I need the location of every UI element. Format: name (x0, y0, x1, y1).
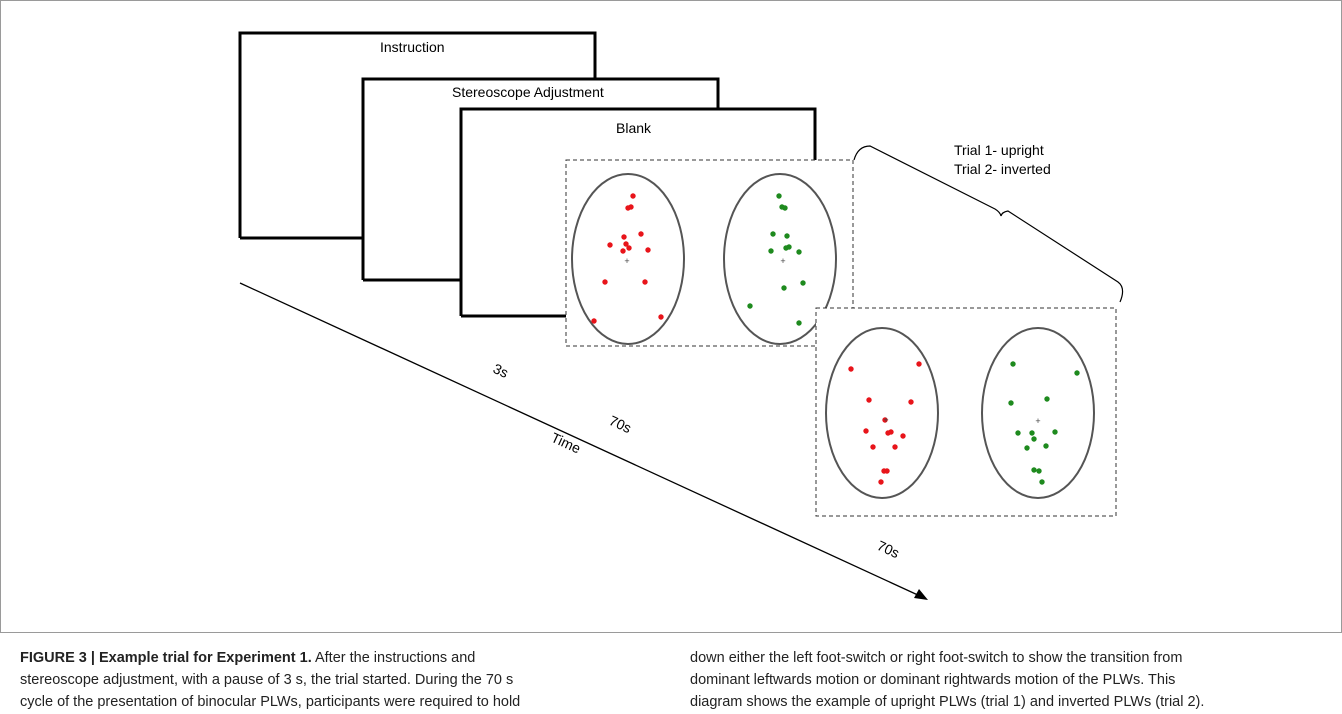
time-label-70s-second: 70s (875, 537, 902, 561)
instruction-screen: Instruction (238, 31, 597, 238)
walker-dot (916, 361, 922, 367)
walker-dot (642, 279, 648, 285)
walker-dot (1039, 479, 1045, 485)
stereoscope-screen: Stereoscope Adjustment (240, 77, 720, 280)
walker-dot (607, 242, 613, 248)
trial1-right-fixation: + (780, 256, 785, 266)
walker-dot (747, 303, 753, 309)
walker-dot (1052, 429, 1058, 435)
walker-dot (1029, 430, 1035, 436)
walker-dot (621, 234, 627, 240)
trial2-right-dots (1008, 361, 1080, 485)
walker-dot (602, 279, 608, 285)
trial1-description: Trial 1- upright (954, 142, 1044, 158)
walker-dot (848, 366, 854, 372)
trial1-left-fixation: + (624, 256, 629, 266)
walker-dot (878, 479, 884, 485)
walker-dot (786, 244, 792, 250)
caption-line: dominant leftwards motion or dominant ri… (690, 672, 1176, 688)
trial2-left-ellipse (825, 327, 939, 499)
time-label-3s: 3s (491, 360, 511, 381)
time-axis-label: Time (549, 429, 584, 456)
walker-dot (645, 247, 651, 253)
caption-line: diagram shows the example of upright PLW… (690, 694, 1205, 710)
caption-line: FIGURE 3 | Example trial for Experiment … (20, 647, 662, 669)
time-axis-arrowhead (914, 589, 928, 600)
trial2-right-ellipse (981, 327, 1095, 499)
walker-dot (1024, 445, 1030, 451)
blank-screen: Blank (363, 107, 817, 318)
walker-dot (1010, 361, 1016, 367)
walker-dot (908, 399, 914, 405)
walker-dot (870, 444, 876, 450)
time-axis-line (239, 282, 921, 597)
trial2-left-dots (848, 361, 922, 485)
caption-text: After the instructions and (311, 650, 476, 666)
walker-dot (784, 233, 790, 239)
walker-dot (900, 433, 906, 439)
walker-dot (620, 248, 626, 254)
walker-dot (781, 285, 787, 291)
walker-dot (770, 231, 776, 237)
walker-dot (630, 193, 636, 199)
figure-caption: FIGURE 3 | Example trial for Experiment … (20, 647, 1332, 713)
walker-dot (623, 241, 629, 247)
walker-dot (591, 318, 597, 324)
walker-dot (1008, 400, 1014, 406)
stereoscope-label: Stereoscope Adjustment (452, 84, 604, 100)
time-label-70s-first: 70s (607, 412, 634, 436)
walker-dot (892, 444, 898, 450)
trial1-left-ellipse (571, 173, 685, 345)
trials-brace (853, 145, 1124, 303)
walker-dot (863, 428, 869, 434)
trial2-description: Trial 2- inverted (954, 161, 1051, 177)
caption-column-right: down either the left foot-switch or righ… (690, 647, 1332, 713)
caption-column-left: FIGURE 3 | Example trial for Experiment … (20, 647, 662, 713)
walker-dot (1031, 436, 1037, 442)
walker-dot (1074, 370, 1080, 376)
walker-dot (1036, 468, 1042, 474)
trial1-right-ellipse (723, 173, 837, 345)
walker-dot (796, 320, 802, 326)
walker-dot (782, 205, 788, 211)
walker-dot (776, 193, 782, 199)
walker-dot (866, 397, 872, 403)
caption-figure-label: FIGURE 3 | Example trial for Experiment … (20, 650, 312, 666)
trial1-panel: + + (565, 159, 854, 347)
trial2-right-fixation: + (1035, 416, 1040, 426)
walker-dot (796, 249, 802, 255)
walker-dot (884, 468, 890, 474)
trial1-left-dots (591, 193, 664, 324)
walker-dot (638, 231, 644, 237)
trial2-panel: + + (815, 307, 1117, 517)
walker-dot (626, 245, 632, 251)
instruction-label: Instruction (380, 39, 445, 55)
walker-dot (625, 205, 631, 211)
walker-dot (1044, 396, 1050, 402)
walker-dot (1043, 443, 1049, 449)
caption-line: down either the left foot-switch or righ… (690, 650, 1183, 666)
caption-line: cycle of the presentation of binocular P… (20, 694, 521, 710)
walker-dot (800, 280, 806, 286)
blank-label: Blank (616, 120, 652, 136)
caption-line: stereoscope adjustment, with a pause of … (20, 672, 514, 688)
trial2-left-fixation: + (883, 415, 888, 425)
walker-dot (768, 248, 774, 254)
walker-dot (888, 429, 894, 435)
walker-dot (658, 314, 664, 320)
walker-dot (882, 417, 888, 423)
trial1-right-dots (747, 193, 806, 326)
walker-dot (1015, 430, 1021, 436)
walker-dot (1031, 467, 1037, 473)
